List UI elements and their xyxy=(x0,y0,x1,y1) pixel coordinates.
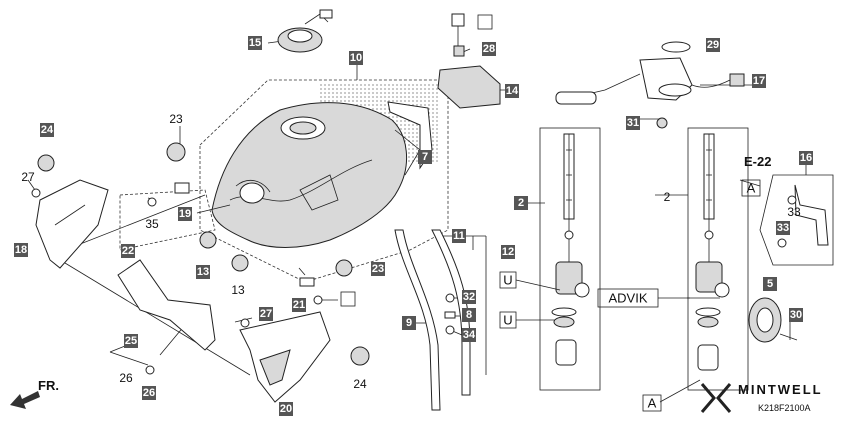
left-petcock xyxy=(551,133,590,366)
label-2-box: 2 xyxy=(518,197,524,209)
label-22: 22 xyxy=(122,245,134,257)
label-26-box: 26 xyxy=(143,387,155,399)
right-petcock xyxy=(695,133,798,371)
fuel-gauge-assembly xyxy=(555,41,745,129)
label-5: 5 xyxy=(767,278,773,290)
callout-a-bottom: A xyxy=(648,396,657,411)
label-28: 28 xyxy=(483,43,495,55)
label-23-box: 23 xyxy=(372,263,384,275)
label-2-plain: 2 xyxy=(664,190,671,204)
callout-a-top: A xyxy=(747,181,756,196)
grommet-24-left xyxy=(37,154,55,172)
tank-dashed-frame xyxy=(199,79,449,283)
label-27-box: 27 xyxy=(260,308,272,320)
fuel-cap xyxy=(277,9,333,53)
branding: MINTWELL K218F2100A xyxy=(700,382,823,413)
label-19: 19 xyxy=(179,208,191,220)
e22-reference: E-22 xyxy=(744,154,771,169)
label-29: 29 xyxy=(707,39,719,51)
label-26-plain: 26 xyxy=(119,371,133,385)
label-20: 20 xyxy=(280,403,292,415)
label-11: 11 xyxy=(453,230,465,242)
label-24-plain: 24 xyxy=(353,377,367,391)
label-32: 32 xyxy=(463,291,475,303)
label-33-plain: 33 xyxy=(787,205,801,219)
left-petcock-frame xyxy=(539,127,601,391)
label-21: 21 xyxy=(293,299,305,311)
relay-unit xyxy=(437,13,501,109)
label-14: 14 xyxy=(506,85,519,97)
label-23-plain: 23 xyxy=(169,112,183,126)
callouts: U U A A ADVIK E-22 xyxy=(499,154,771,412)
damper-13-b xyxy=(231,254,249,272)
label-27-plain: 27 xyxy=(21,170,35,184)
brand-name: MINTWELL xyxy=(738,382,823,397)
label-25: 25 xyxy=(125,335,137,347)
front-arrow-icon xyxy=(10,391,40,409)
label-13-box: 13 xyxy=(197,266,209,278)
label-16: 16 xyxy=(800,152,812,164)
label-18: 18 xyxy=(15,244,27,256)
label-10: 10 xyxy=(350,52,362,64)
callout-u-bottom: U xyxy=(503,313,512,328)
callout-u-top: U xyxy=(503,273,512,288)
ref-box-mid xyxy=(340,291,356,307)
label-9: 9 xyxy=(406,317,412,329)
label-17: 17 xyxy=(753,75,765,87)
front-indicator: FR. xyxy=(10,378,59,409)
label-15: 15 xyxy=(249,37,261,49)
label-12: 12 xyxy=(502,246,514,258)
front-label: FR. xyxy=(38,378,59,393)
fuel-tank xyxy=(211,102,408,248)
hose-assembly-frame xyxy=(759,174,834,266)
label-31: 31 xyxy=(627,117,639,129)
advik-label: ADVIK xyxy=(608,291,647,306)
mintwell-logo-icon xyxy=(700,383,732,413)
label-35: 35 xyxy=(145,217,159,231)
grommet-23-low xyxy=(335,259,353,277)
right-petcock-frame xyxy=(687,127,749,391)
side-cover-18 xyxy=(35,179,109,269)
ref-box-top xyxy=(477,14,493,30)
grommet-23-top xyxy=(166,142,186,162)
label-13-plain: 13 xyxy=(231,283,245,297)
label-33-box: 33 xyxy=(777,222,789,234)
label-24-left: 24 xyxy=(41,124,54,136)
fuel-tank-group xyxy=(199,79,449,283)
part-labels: 15 10 28 14 7 24 18 19 13 22 21 23 27 25… xyxy=(14,36,813,416)
grommet-24-right xyxy=(350,346,370,366)
label-8: 8 xyxy=(466,309,472,321)
diagram-code: K218F2100A xyxy=(758,403,811,413)
side-covers xyxy=(31,142,370,403)
label-34: 34 xyxy=(463,329,476,341)
label-7: 7 xyxy=(422,151,428,163)
bracket-22 xyxy=(117,259,216,351)
label-30: 30 xyxy=(790,309,802,321)
damper-13-a xyxy=(199,231,217,249)
